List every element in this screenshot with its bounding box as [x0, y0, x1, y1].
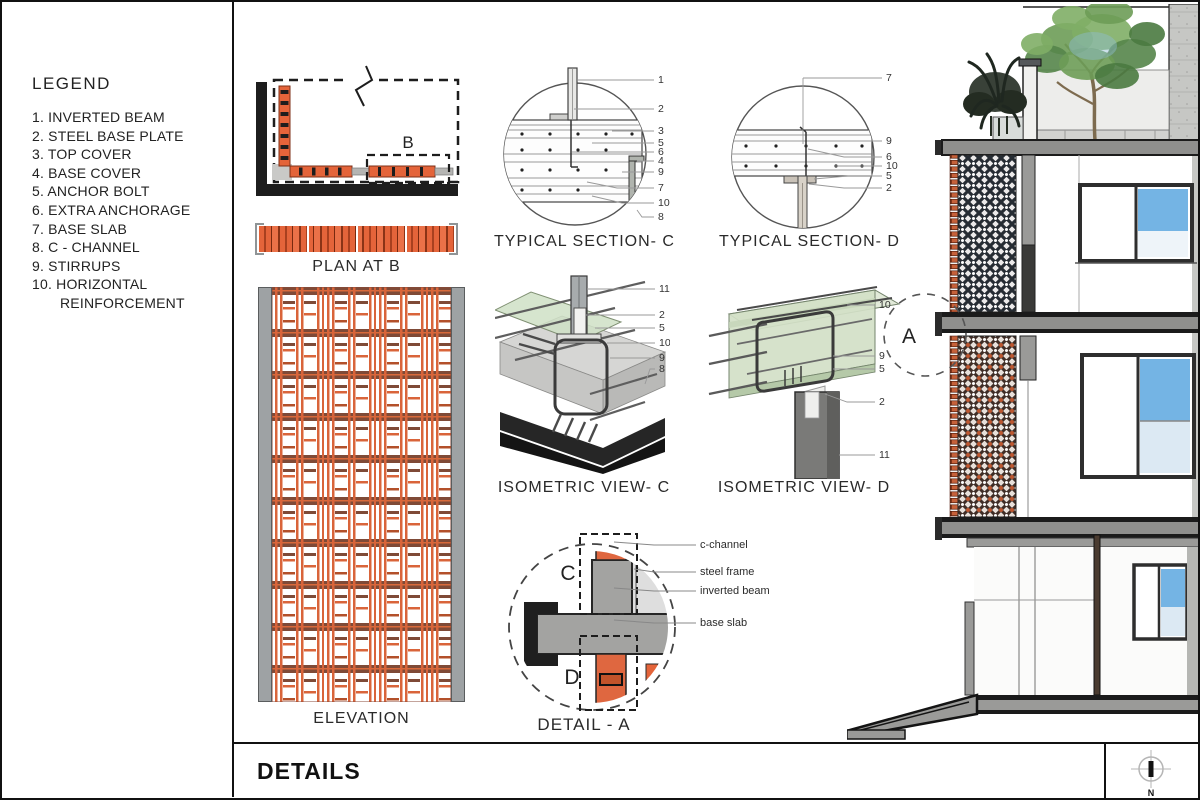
iso-d-caption: ISOMETRIC VIEW- D [717, 479, 891, 496]
north-arrow-icon: N [1130, 750, 1171, 798]
sheet-title: DETAILS [257, 758, 361, 785]
elevation-left-rail [258, 287, 272, 702]
callout: 6 [658, 146, 664, 158]
callout: 8 [659, 363, 665, 375]
elevation-drawing [258, 287, 465, 702]
legend-item: 1. INVERTED BEAM [32, 109, 165, 125]
building-section-drawing: A [847, 4, 1198, 740]
section-c-caption: TYPICAL SECTION- C [494, 233, 675, 250]
callout: 5 [879, 363, 885, 375]
legend-item: 10. HORIZONTAL REINFORCEMENT [32, 276, 185, 311]
elevation-jali [272, 287, 451, 702]
detail-marker-c: C [560, 562, 575, 585]
section-marker-a: A [902, 325, 916, 348]
tree [1021, 4, 1165, 141]
callout: 6 [886, 151, 892, 163]
legend-panel: LEGEND 1. INVERTED BEAM 2. STEEL BASE PL… [2, 2, 234, 797]
callout: 9 [658, 166, 664, 178]
callout: 5 [659, 322, 665, 334]
legend-item: 8. C - CHANNEL [32, 239, 140, 256]
detail-marker-d: D [564, 666, 579, 689]
callout: 2 [658, 103, 664, 115]
detail-label: c-channel [700, 539, 748, 551]
callout: 1 [658, 74, 664, 86]
callout: 4 [658, 155, 664, 167]
elevation-caption: ELEVATION [313, 710, 410, 727]
callout: 2 [659, 309, 665, 321]
plan-caption: PLAN AT B [312, 258, 401, 275]
callout: 9 [886, 135, 892, 147]
detail-a-drawing: C D c-channel steel frame inverted beam … [508, 533, 770, 711]
callout: 7 [658, 182, 664, 194]
window [1075, 183, 1197, 264]
callout: 11 [879, 449, 890, 461]
elevation-right-rail [451, 287, 465, 702]
callout: 11 [659, 283, 670, 295]
callout: 10 [659, 337, 670, 349]
callout: 10 [886, 160, 898, 172]
legend-item: 6. EXTRA ANCHORAGE [32, 201, 191, 218]
plan-at-b-bar [255, 223, 458, 255]
legend-list: 1. INVERTED BEAM 2. STEEL BASE PLATE 3. … [32, 108, 217, 313]
legend-item: 7. BASE SLAB [32, 220, 128, 237]
callout: 9 [659, 352, 665, 364]
legend-item: 2. STEEL BASE PLATE [32, 127, 184, 144]
detail-label: steel frame [700, 566, 754, 578]
plan-drawing: B [256, 65, 460, 196]
callout: 5 [886, 170, 892, 182]
legend-title: LEGEND [32, 74, 111, 93]
typical-section-c-drawing: 1 2 3 5 6 4 9 7 10 8 [503, 67, 670, 226]
callout: 10 [658, 197, 670, 209]
iso-c-caption: ISOMETRIC VIEW- C [497, 479, 671, 496]
callout: 10 [879, 299, 891, 311]
legend-item: 5. ANCHOR BOLT [32, 183, 150, 200]
callout: 3 [658, 125, 664, 137]
detail-label: inverted beam [700, 585, 770, 597]
north-label: N [1147, 788, 1154, 798]
window [1080, 353, 1196, 479]
callout: 2 [879, 396, 885, 408]
plan-marker-b: B [402, 133, 413, 152]
detail-label: base slab [700, 617, 747, 629]
callout: 5 [658, 137, 664, 149]
legend-item: 9. STIRRUPS [32, 257, 121, 274]
detail-a-caption: DETAIL - A [537, 715, 631, 734]
callout: 7 [886, 72, 892, 84]
drooping-plant [963, 52, 1027, 141]
callout: 8 [658, 211, 664, 223]
window [1132, 563, 1189, 641]
legend-item: 3. TOP COVER [32, 146, 132, 163]
title-bar: DETAILS N [234, 742, 1199, 798]
isometric-view-d-drawing: 10 9 5 2 11 [708, 286, 901, 479]
callout: 2 [886, 182, 892, 194]
typical-section-d-drawing: 7 9 6 10 5 2 [731, 72, 898, 229]
section-d-caption: TYPICAL SECTION- D [719, 233, 900, 250]
legend-item: 4. BASE COVER [32, 164, 142, 181]
callout: 9 [879, 350, 885, 362]
north-arrow-box: N [1103, 744, 1199, 798]
isometric-view-c-drawing: 11 2 5 10 9 8 [495, 275, 670, 474]
